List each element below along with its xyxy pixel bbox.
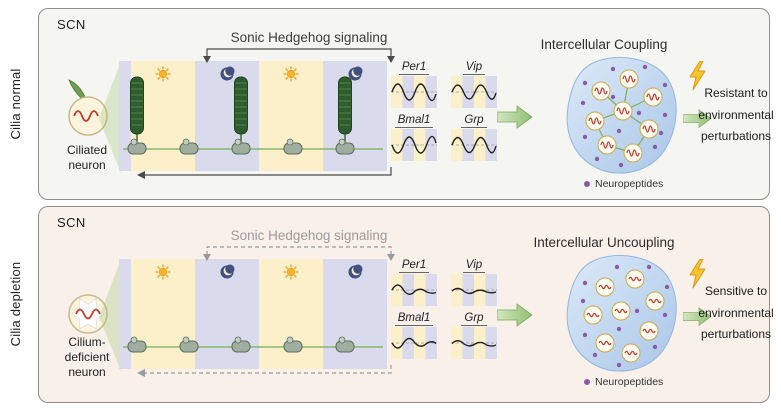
- neuropeptide-dot-icon: [584, 379, 590, 385]
- neuropeptides-legend: Neuropeptides: [583, 376, 663, 388]
- day-night-strip: [119, 61, 387, 171]
- ciliated-neuron-icon: [68, 79, 108, 136]
- neuropeptides-legend: Neuropeptides: [583, 178, 663, 190]
- panel-cilia-normal: SCN Ciliated neuron: [38, 8, 774, 200]
- gene-label-grp: Grp: [451, 312, 497, 326]
- panel-cilia-depletion: SCN Cilium- deficient neuron: [38, 206, 774, 403]
- sun-icon: [154, 65, 172, 83]
- zoom-wedge: [99, 61, 121, 173]
- oscillation-wave: [75, 308, 101, 320]
- zoom-wedge: [99, 259, 121, 371]
- burst-shape: [71, 298, 105, 330]
- bmal1-plot: [391, 129, 437, 161]
- gene-label-bmal1: Bmal1: [391, 114, 437, 128]
- flow-arrow: [497, 303, 533, 327]
- day-night-strip: [119, 259, 387, 369]
- neuropeptide-dots: [580, 64, 668, 168]
- shh-signaling-title: Sonic Hedgehog signaling: [230, 30, 388, 45]
- bmal1-plot: [391, 327, 437, 359]
- per1-plot: [391, 274, 437, 306]
- outcome-text: Sensitive to environmental perturbations: [698, 284, 774, 342]
- scn-tissue-uncoupled: [566, 254, 677, 372]
- grp-plot: [451, 129, 497, 161]
- outcome-text: Resistant to environmental perturbations: [698, 86, 774, 144]
- scn-label: SCN: [57, 17, 86, 32]
- neuron-label: Ciliated neuron: [66, 143, 108, 172]
- neuron-label: Cilium- deficient neuron: [64, 335, 110, 379]
- per1-plot: [391, 76, 437, 108]
- gene-label-per1: Per1: [391, 259, 437, 273]
- cilium-deficient-neuron-icon: [68, 294, 108, 334]
- vip-plot: [451, 274, 497, 306]
- scn-tissue-coupled: [566, 56, 677, 174]
- sun-icon: [282, 65, 300, 83]
- sun-icon: [282, 263, 300, 281]
- sun-icon: [154, 263, 172, 281]
- cilium-projection: [68, 79, 86, 99]
- gene-label-per1: Per1: [391, 61, 437, 75]
- shh-signaling-title: Sonic Hedgehog signaling: [230, 228, 388, 243]
- flow-arrow: [497, 105, 533, 129]
- oscillation-wave: [73, 110, 99, 122]
- gene-label-bmal1: Bmal1: [391, 312, 437, 326]
- uncoupling-title: Intercellular Uncoupling: [533, 235, 675, 250]
- grp-plot: [451, 327, 497, 359]
- neuropeptide-dots: [580, 264, 670, 368]
- coupling-title: Intercellular Coupling: [540, 37, 668, 52]
- gene-label-grp: Grp: [451, 114, 497, 128]
- side-label-cilia-depletion: Cilia depletion: [8, 261, 23, 347]
- gene-label-vip: Vip: [451, 259, 497, 273]
- side-label-cilia-normal: Cilia normal: [8, 68, 23, 140]
- gene-label-vip: Vip: [451, 61, 497, 75]
- scn-label: SCN: [57, 215, 86, 230]
- neuropeptide-dot-icon: [584, 181, 590, 187]
- vip-plot: [451, 76, 497, 108]
- neuron-soma: [68, 96, 108, 136]
